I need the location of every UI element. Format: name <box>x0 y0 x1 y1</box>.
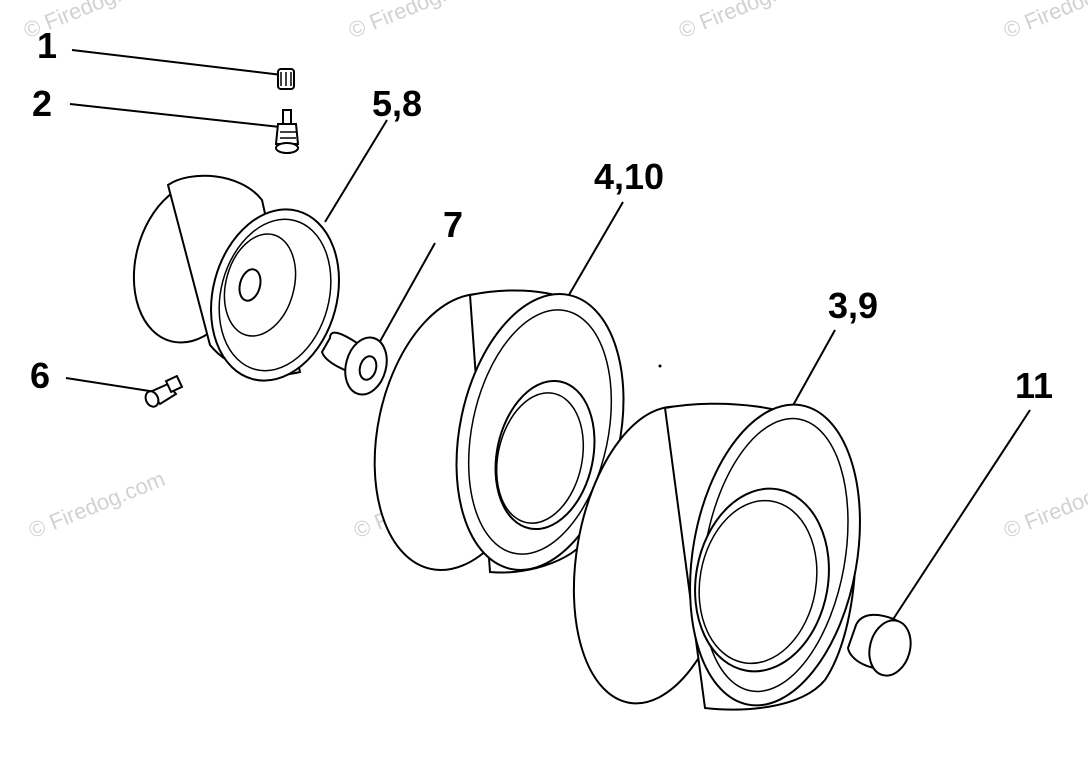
rim-part <box>132 174 340 382</box>
leader-4-10 <box>565 201 624 301</box>
callout-4-10: 4,10 <box>594 156 665 197</box>
leader-5-8 <box>324 119 388 223</box>
leader-1 <box>71 49 283 76</box>
leader-11 <box>889 409 1031 625</box>
leader-3-9 <box>785 329 836 419</box>
valve-stem-part <box>274 109 300 154</box>
leader-2 <box>69 103 281 128</box>
bushing-part <box>320 331 388 396</box>
callout-11: 11 <box>1015 365 1054 406</box>
leader-6 <box>65 377 157 393</box>
callout-7: 7 <box>443 204 464 245</box>
leader-7 <box>377 242 436 346</box>
leader-lines <box>65 49 1031 625</box>
callout-1: 1 <box>37 25 58 66</box>
stray-dot <box>658 364 662 368</box>
hub-cap-part <box>846 613 912 677</box>
grease-fitting-part <box>144 374 184 408</box>
callout-6: 6 <box>30 355 51 396</box>
tire-front-part <box>373 289 625 574</box>
callout-2: 2 <box>32 83 53 124</box>
callout-5-8: 5,8 <box>372 83 423 124</box>
valve-cap-part <box>277 68 295 90</box>
callout-3-9: 3,9 <box>828 285 879 326</box>
tire-rear-part <box>572 402 861 711</box>
